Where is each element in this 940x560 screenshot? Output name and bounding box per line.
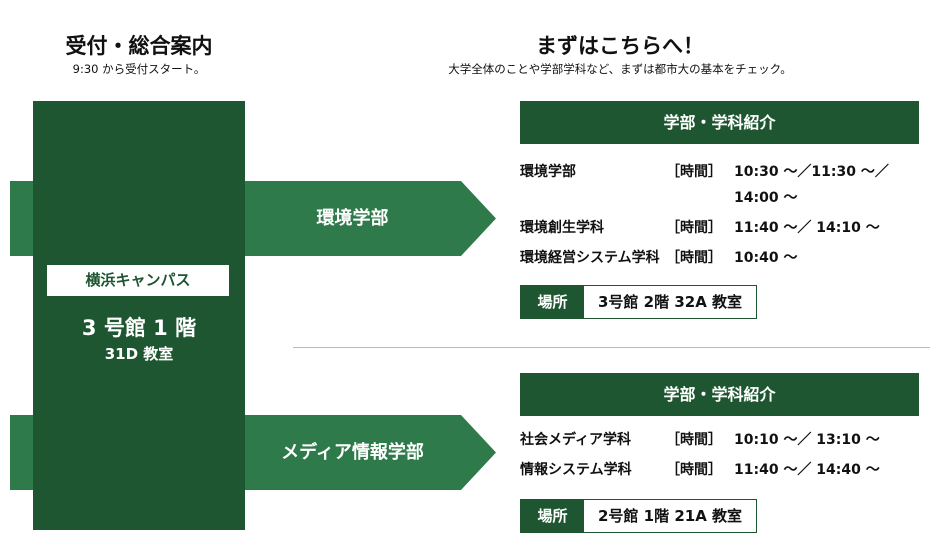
campus-room: 31D 教室: [104, 345, 174, 363]
faculty-name: メディア情報学部: [281, 442, 424, 463]
time-label: ［時間］: [666, 220, 722, 236]
intro-title: まずはこちらへ！: [536, 34, 704, 58]
location-label: 場所: [521, 286, 584, 318]
intro-subtitle: 大学全体のことや学部学科など、まずは都市大の基本をチェック。: [448, 62, 792, 76]
reception-title: 受付・総合案内: [65, 34, 213, 58]
session-row: 環境経営システム学科 ［時間］ 10:40 ～: [520, 245, 934, 271]
time-label: ［時間］: [666, 432, 722, 448]
session-name: 社会メディア学科: [520, 432, 632, 448]
section-header: 学部・学科紹介: [520, 373, 919, 416]
campus-building: 3 号館 1 階: [81, 316, 197, 340]
section-header: 学部・学科紹介: [520, 101, 919, 144]
location-value: 2号館 1階 21A 教室: [584, 500, 757, 532]
campus-column: [33, 101, 245, 530]
location-value: 3号館 2階 32A 教室: [584, 286, 757, 318]
session-row: 環境学部 ［時間］ 10:30 ～／11:30 ～／ 14:00 ～: [520, 159, 934, 211]
location-box: 場所 2号館 1階 21A 教室: [520, 499, 758, 533]
session-row: 環境創生学科 ［時間］ 11:40 ～／ 14:10 ～: [520, 215, 934, 241]
session-name: 環境創生学科: [520, 220, 604, 236]
reception-subtitle: 9:30 から受付スタート。: [72, 62, 206, 76]
session-times: 10:30 ～／11:30 ～／: [734, 164, 889, 180]
session-row: 情報システム学科 ［時間］ 11:40 ～／ 14:40 ～: [520, 457, 934, 483]
location-box: 場所 3号館 2階 32A 教室: [520, 285, 758, 319]
session-row: 社会メディア学科 ［時間］ 10:10 ～／ 13:10 ～: [520, 427, 934, 453]
session-times: 11:40 ～／ 14:40 ～: [734, 462, 880, 478]
session-name: 環境学部: [520, 164, 576, 180]
divider: [293, 347, 930, 348]
session-times-cont: 14:00 ～: [734, 190, 798, 206]
campus-name: 横浜キャンパス: [47, 265, 229, 296]
time-label: ［時間］: [666, 164, 722, 180]
session-name: 環境経営システム学科: [520, 250, 660, 266]
time-label: ［時間］: [666, 462, 722, 478]
session-times: 10:40 ～: [734, 250, 798, 266]
session-times: 10:10 ～／ 13:10 ～: [734, 432, 880, 448]
location-label: 場所: [521, 500, 584, 532]
faculty-name: 環境学部: [316, 208, 389, 229]
time-label: ［時間］: [666, 250, 722, 266]
session-times: 11:40 ～／ 14:10 ～: [734, 220, 880, 236]
session-name: 情報システム学科: [520, 462, 632, 478]
